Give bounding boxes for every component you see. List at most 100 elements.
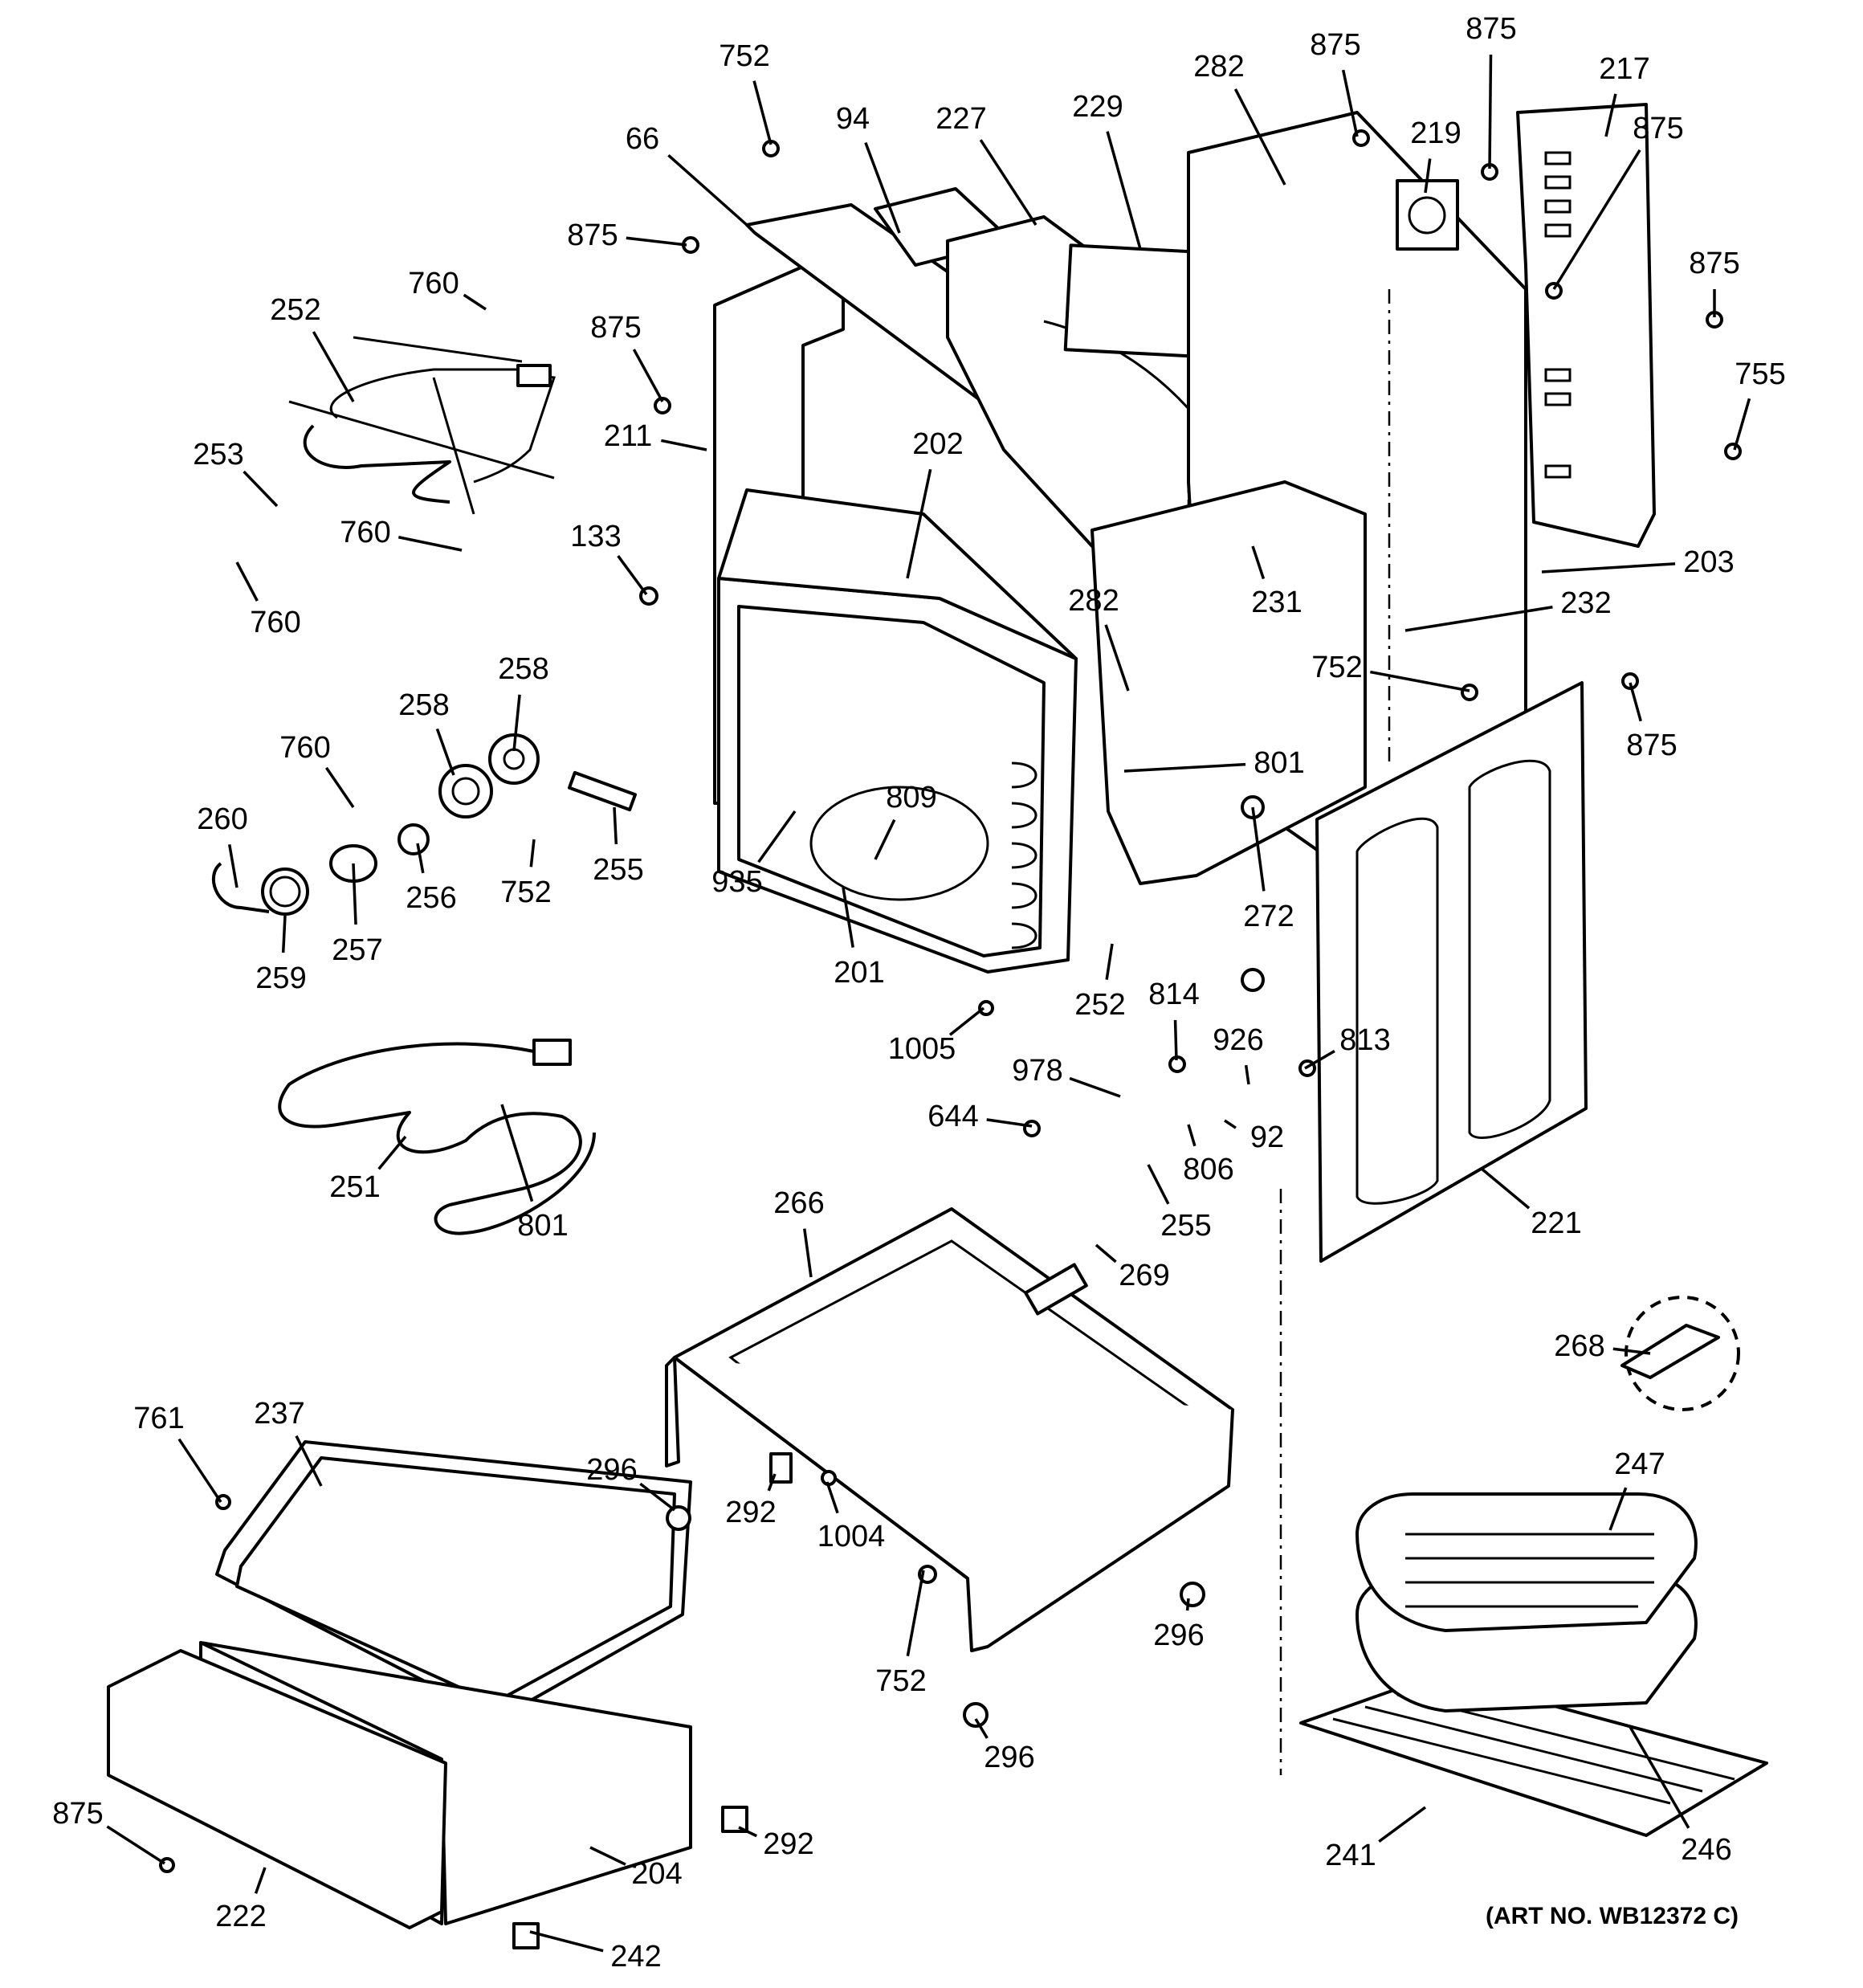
leader-line [1608, 1487, 1628, 1531]
callout-label: 809 [886, 781, 936, 814]
callout-label: 752 [875, 1664, 926, 1698]
leader-line [1106, 131, 1142, 250]
callout-label: 806 [1183, 1153, 1233, 1186]
callout-label: 94 [836, 102, 870, 136]
leader-line [254, 1867, 267, 1894]
leader-line [1095, 1243, 1117, 1263]
callout-label: 926 [1213, 1023, 1263, 1057]
storage-drawer [107, 1440, 692, 1929]
leader-line [639, 1482, 676, 1512]
callout-label: 231 [1251, 586, 1302, 619]
leader-line [295, 1435, 323, 1487]
callout-label: 814 [1148, 978, 1199, 1011]
callout-label: 202 [912, 427, 963, 461]
leader-line [1541, 562, 1676, 574]
leader-line [377, 1135, 407, 1170]
leader-line [435, 728, 455, 776]
callout-label: 222 [215, 1900, 266, 1933]
callout-label: 201 [834, 956, 884, 990]
leader-line [1233, 88, 1286, 186]
leader-line [626, 236, 687, 247]
bake-element [278, 1039, 596, 1235]
leader-line [617, 555, 648, 596]
leader-line [1733, 398, 1751, 451]
leader-line [1123, 762, 1246, 773]
leader-line [1370, 670, 1470, 692]
leader-line [1488, 54, 1493, 169]
callout-label: 237 [254, 1397, 304, 1431]
callout-label: 296 [586, 1453, 637, 1487]
leader-line [1604, 93, 1617, 137]
leader-line [1480, 1167, 1531, 1210]
callout-label: 644 [927, 1100, 978, 1133]
detail-circle [1620, 1296, 1740, 1411]
callout-label: 242 [610, 1940, 661, 1974]
leader-line [243, 470, 279, 508]
callout-label: 292 [725, 1496, 776, 1529]
callout-label: 241 [1325, 1839, 1376, 1872]
callout-label: 1004 [817, 1520, 886, 1553]
leader-line [757, 810, 797, 863]
callout-label: 66 [626, 122, 659, 156]
callout-label: 217 [1599, 52, 1649, 86]
leader-line [1147, 1164, 1170, 1205]
callout-label: 269 [1119, 1259, 1169, 1292]
leader-line [803, 1228, 813, 1278]
leader-line [312, 331, 355, 402]
callout-label: 268 [1554, 1329, 1604, 1363]
callout-label: 755 [1735, 357, 1785, 391]
callout-label: 266 [773, 1186, 824, 1220]
rack-ridges [1011, 761, 1037, 949]
leader-line [1104, 624, 1130, 692]
leader-line [1187, 1124, 1196, 1147]
callout-label: 133 [570, 520, 621, 553]
leader-line [906, 468, 932, 579]
callout-label: 282 [1068, 584, 1119, 618]
callout-label: 258 [398, 688, 449, 722]
leader-line [767, 1473, 777, 1492]
leader-line [352, 863, 357, 925]
leader-line [500, 1104, 534, 1202]
leader-line [1378, 1806, 1427, 1843]
callout-label: 204 [631, 1857, 682, 1891]
leader-line [864, 142, 901, 234]
leader-line [325, 766, 355, 808]
callout-label: 752 [500, 876, 551, 909]
callout-label: 256 [406, 881, 456, 915]
leader-line [974, 1718, 989, 1739]
leader-line [948, 1006, 985, 1036]
callout-label: 875 [1310, 28, 1360, 62]
leader-line [463, 293, 487, 311]
callout-label: 752 [719, 39, 769, 73]
callout-label: 255 [1160, 1209, 1211, 1243]
leader-line [842, 887, 854, 948]
callout-label: 247 [1614, 1447, 1665, 1481]
callout-label: 255 [593, 853, 643, 887]
leader-line [1404, 606, 1553, 632]
leader-line [589, 1846, 626, 1866]
leader-line [529, 1930, 604, 1953]
callout-label: 813 [1339, 1023, 1390, 1057]
leader-line [1304, 1050, 1335, 1070]
callout-label: 935 [711, 865, 762, 899]
leader-line [874, 818, 896, 860]
callout-label: 252 [1074, 988, 1125, 1022]
callout-label: 875 [1689, 247, 1739, 280]
callout-label: 221 [1531, 1206, 1581, 1240]
callout-label: 760 [250, 606, 300, 639]
broiler-pan-rack [1299, 1492, 1768, 1837]
callout-label: 760 [408, 267, 459, 300]
callout-label: 229 [1072, 90, 1123, 124]
leader-line [1251, 545, 1266, 580]
callout-label: 282 [1193, 50, 1244, 84]
leader-line [979, 139, 1037, 226]
leader-line [738, 1826, 757, 1838]
callout-label: 296 [1153, 1619, 1204, 1652]
leader-line [1552, 149, 1641, 290]
callout-label: 875 [590, 311, 641, 345]
callout-label: 292 [763, 1827, 813, 1861]
callout-label: 760 [279, 731, 330, 765]
callout-label: 1005 [888, 1032, 956, 1066]
callout-label: 246 [1681, 1833, 1731, 1867]
callout-label: 258 [498, 652, 548, 686]
